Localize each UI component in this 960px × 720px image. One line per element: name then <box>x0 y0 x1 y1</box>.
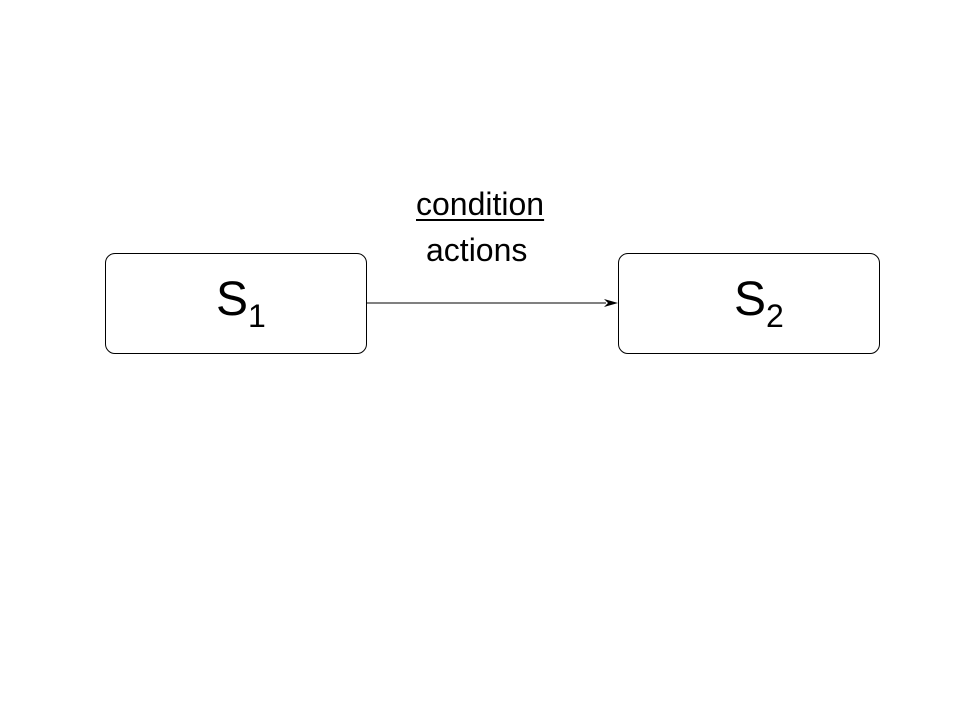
state-s2: S2 <box>618 253 880 354</box>
state-s1-label: S1 <box>216 273 266 333</box>
state-s1: S1 <box>105 253 367 354</box>
state-s1-name: S <box>216 273 249 326</box>
state-s2-name: S <box>734 273 767 326</box>
state-s1-subscript: 1 <box>248 298 266 334</box>
transition-actions: actions <box>426 232 528 268</box>
arrowhead-icon <box>604 299 618 307</box>
state-s2-label: S2 <box>734 273 784 333</box>
state-s2-subscript: 2 <box>766 298 784 334</box>
transition-condition: condition <box>416 186 545 222</box>
